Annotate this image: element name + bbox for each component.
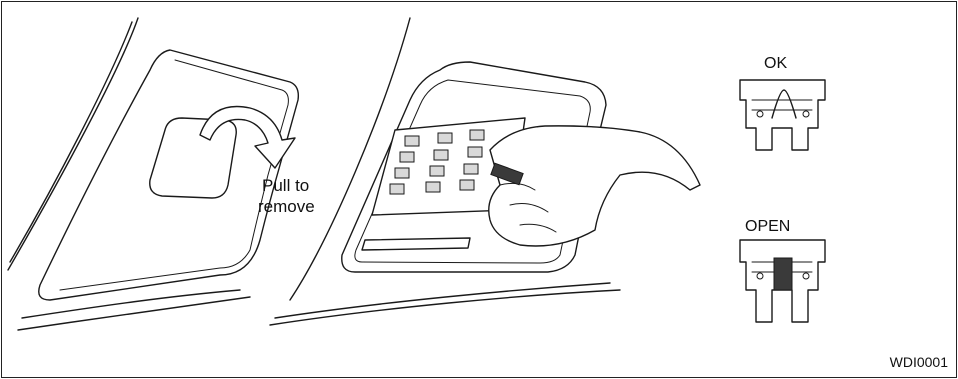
fuse-box-panel [270, 18, 700, 325]
hand [489, 126, 700, 246]
fuse [390, 184, 404, 194]
fuse [426, 182, 440, 192]
dashboard-cover-panel [8, 18, 298, 330]
fuse [460, 180, 474, 190]
fuse [434, 150, 448, 160]
fuse [468, 147, 482, 157]
dash-lower-line-3 [270, 290, 620, 325]
dash-edge-line-2 [10, 22, 132, 262]
fuse-open-gap [774, 258, 792, 290]
figure-id: WDI0001 [890, 355, 948, 369]
dash-lower-line-4 [275, 283, 610, 318]
pull-tab [150, 118, 237, 198]
fuse [395, 168, 409, 178]
remove-label: remove [258, 198, 315, 215]
fuse [400, 152, 414, 162]
pull-to-label: Pull to [262, 177, 309, 194]
fuse [438, 133, 452, 143]
fuse [405, 136, 419, 146]
open-label: OPEN [745, 219, 790, 235]
fuse-ok-diagram [740, 80, 825, 150]
fuse [470, 130, 484, 140]
ok-label: OK [764, 56, 787, 72]
fuse-open-diagram [740, 240, 825, 322]
fuse [464, 164, 478, 174]
fuse [430, 166, 444, 176]
